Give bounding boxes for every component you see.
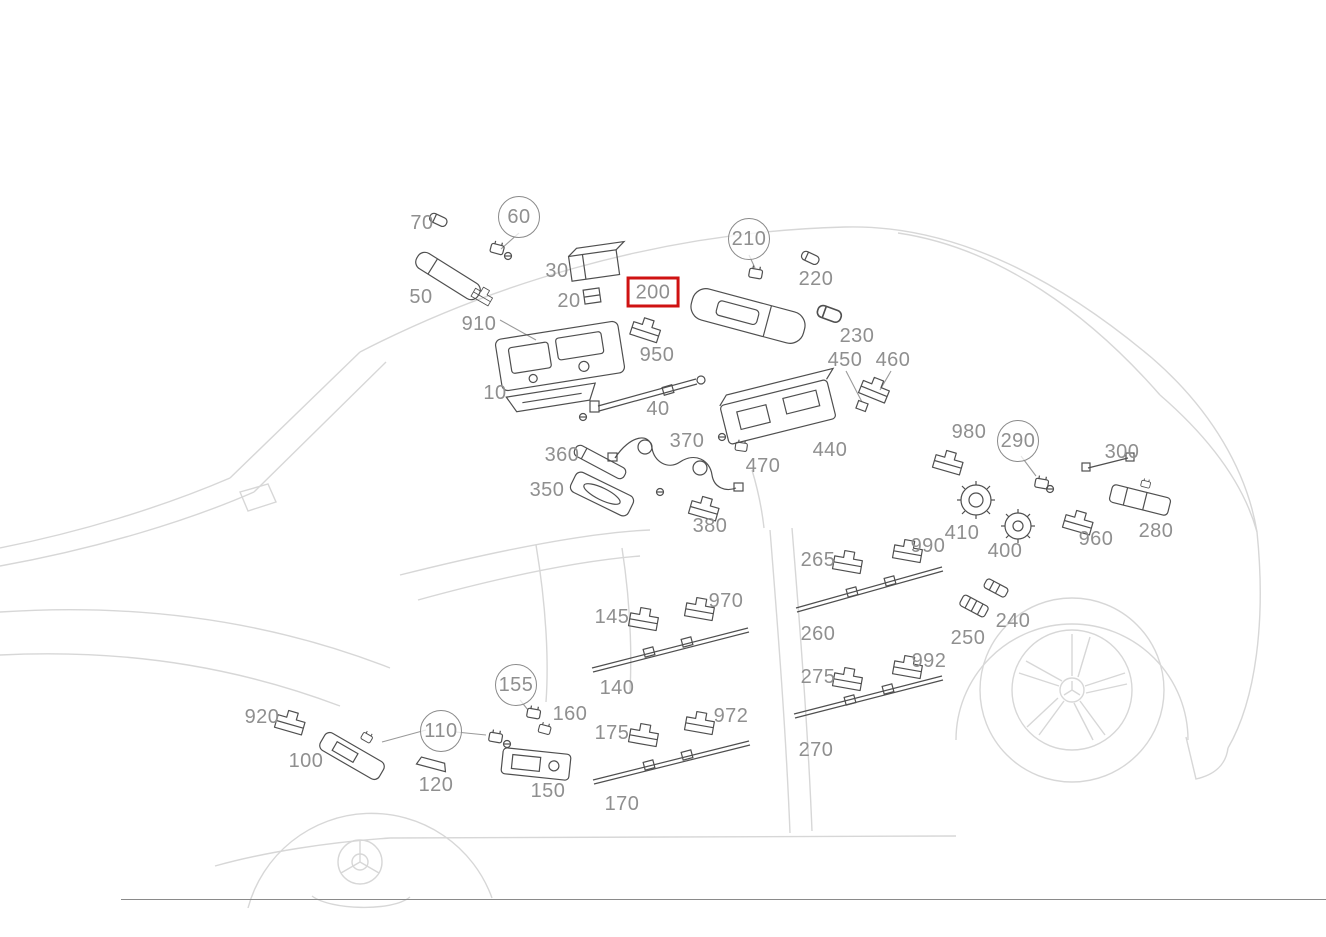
part-label-360[interactable]: 360 bbox=[544, 444, 580, 466]
part-label-970[interactable]: 970 bbox=[708, 590, 744, 612]
part-label-155[interactable]: 155 bbox=[495, 664, 537, 706]
part-label-275[interactable]: 275 bbox=[800, 666, 836, 688]
part-label-200[interactable]: 200 bbox=[626, 276, 680, 308]
part-label-210[interactable]: 210 bbox=[728, 218, 770, 260]
part-label-990[interactable]: 990 bbox=[910, 535, 946, 557]
part-label-265[interactable]: 265 bbox=[800, 549, 836, 571]
part-label-150[interactable]: 150 bbox=[530, 780, 566, 802]
part-label-50[interactable]: 50 bbox=[409, 286, 433, 308]
part-label-250[interactable]: 250 bbox=[950, 627, 986, 649]
part-label-10[interactable]: 10 bbox=[483, 382, 507, 404]
part-label-300[interactable]: 300 bbox=[1104, 441, 1140, 463]
part-label-230[interactable]: 230 bbox=[839, 325, 875, 347]
part-label-910[interactable]: 910 bbox=[461, 313, 497, 335]
part-label-240[interactable]: 240 bbox=[995, 610, 1031, 632]
part-label-145[interactable]: 145 bbox=[594, 606, 630, 628]
part-label-100[interactable]: 100 bbox=[288, 750, 324, 772]
part-label-70[interactable]: 70 bbox=[410, 212, 434, 234]
part-label-972[interactable]: 972 bbox=[713, 705, 749, 727]
part-label-110[interactable]: 110 bbox=[420, 710, 462, 752]
footer-divider bbox=[121, 899, 1326, 900]
part-label-280[interactable]: 280 bbox=[1138, 520, 1174, 542]
part-label-120[interactable]: 120 bbox=[418, 774, 454, 796]
part-label-950[interactable]: 950 bbox=[639, 344, 675, 366]
part-label-460[interactable]: 460 bbox=[875, 349, 911, 371]
part-label-220[interactable]: 220 bbox=[798, 268, 834, 290]
part-label-160[interactable]: 160 bbox=[552, 703, 588, 725]
part-label-290[interactable]: 290 bbox=[997, 420, 1039, 462]
part-label-450[interactable]: 450 bbox=[827, 349, 863, 371]
part-label-20[interactable]: 20 bbox=[557, 290, 581, 312]
part-label-140[interactable]: 140 bbox=[599, 677, 635, 699]
part-label-370[interactable]: 370 bbox=[669, 430, 705, 452]
part-label-920[interactable]: 920 bbox=[244, 706, 280, 728]
part-label-40[interactable]: 40 bbox=[646, 398, 670, 420]
part-label-170[interactable]: 170 bbox=[604, 793, 640, 815]
part-label-410[interactable]: 410 bbox=[944, 522, 980, 544]
part-label-400[interactable]: 400 bbox=[987, 540, 1023, 562]
part-label-470[interactable]: 470 bbox=[745, 455, 781, 477]
part-label-60[interactable]: 60 bbox=[498, 196, 540, 238]
part-label-260[interactable]: 260 bbox=[800, 623, 836, 645]
part-label-350[interactable]: 350 bbox=[529, 479, 565, 501]
part-label-380[interactable]: 380 bbox=[692, 515, 728, 537]
car-outline bbox=[0, 226, 1261, 909]
part-label-960[interactable]: 960 bbox=[1078, 528, 1114, 550]
part-label-992[interactable]: 992 bbox=[911, 650, 947, 672]
part-label-440[interactable]: 440 bbox=[812, 439, 848, 461]
part-label-175[interactable]: 175 bbox=[594, 722, 630, 744]
part-label-270[interactable]: 270 bbox=[798, 739, 834, 761]
part-glyphs bbox=[273, 211, 1172, 785]
part-label-980[interactable]: 980 bbox=[951, 421, 987, 443]
part-label-30[interactable]: 30 bbox=[545, 260, 569, 282]
